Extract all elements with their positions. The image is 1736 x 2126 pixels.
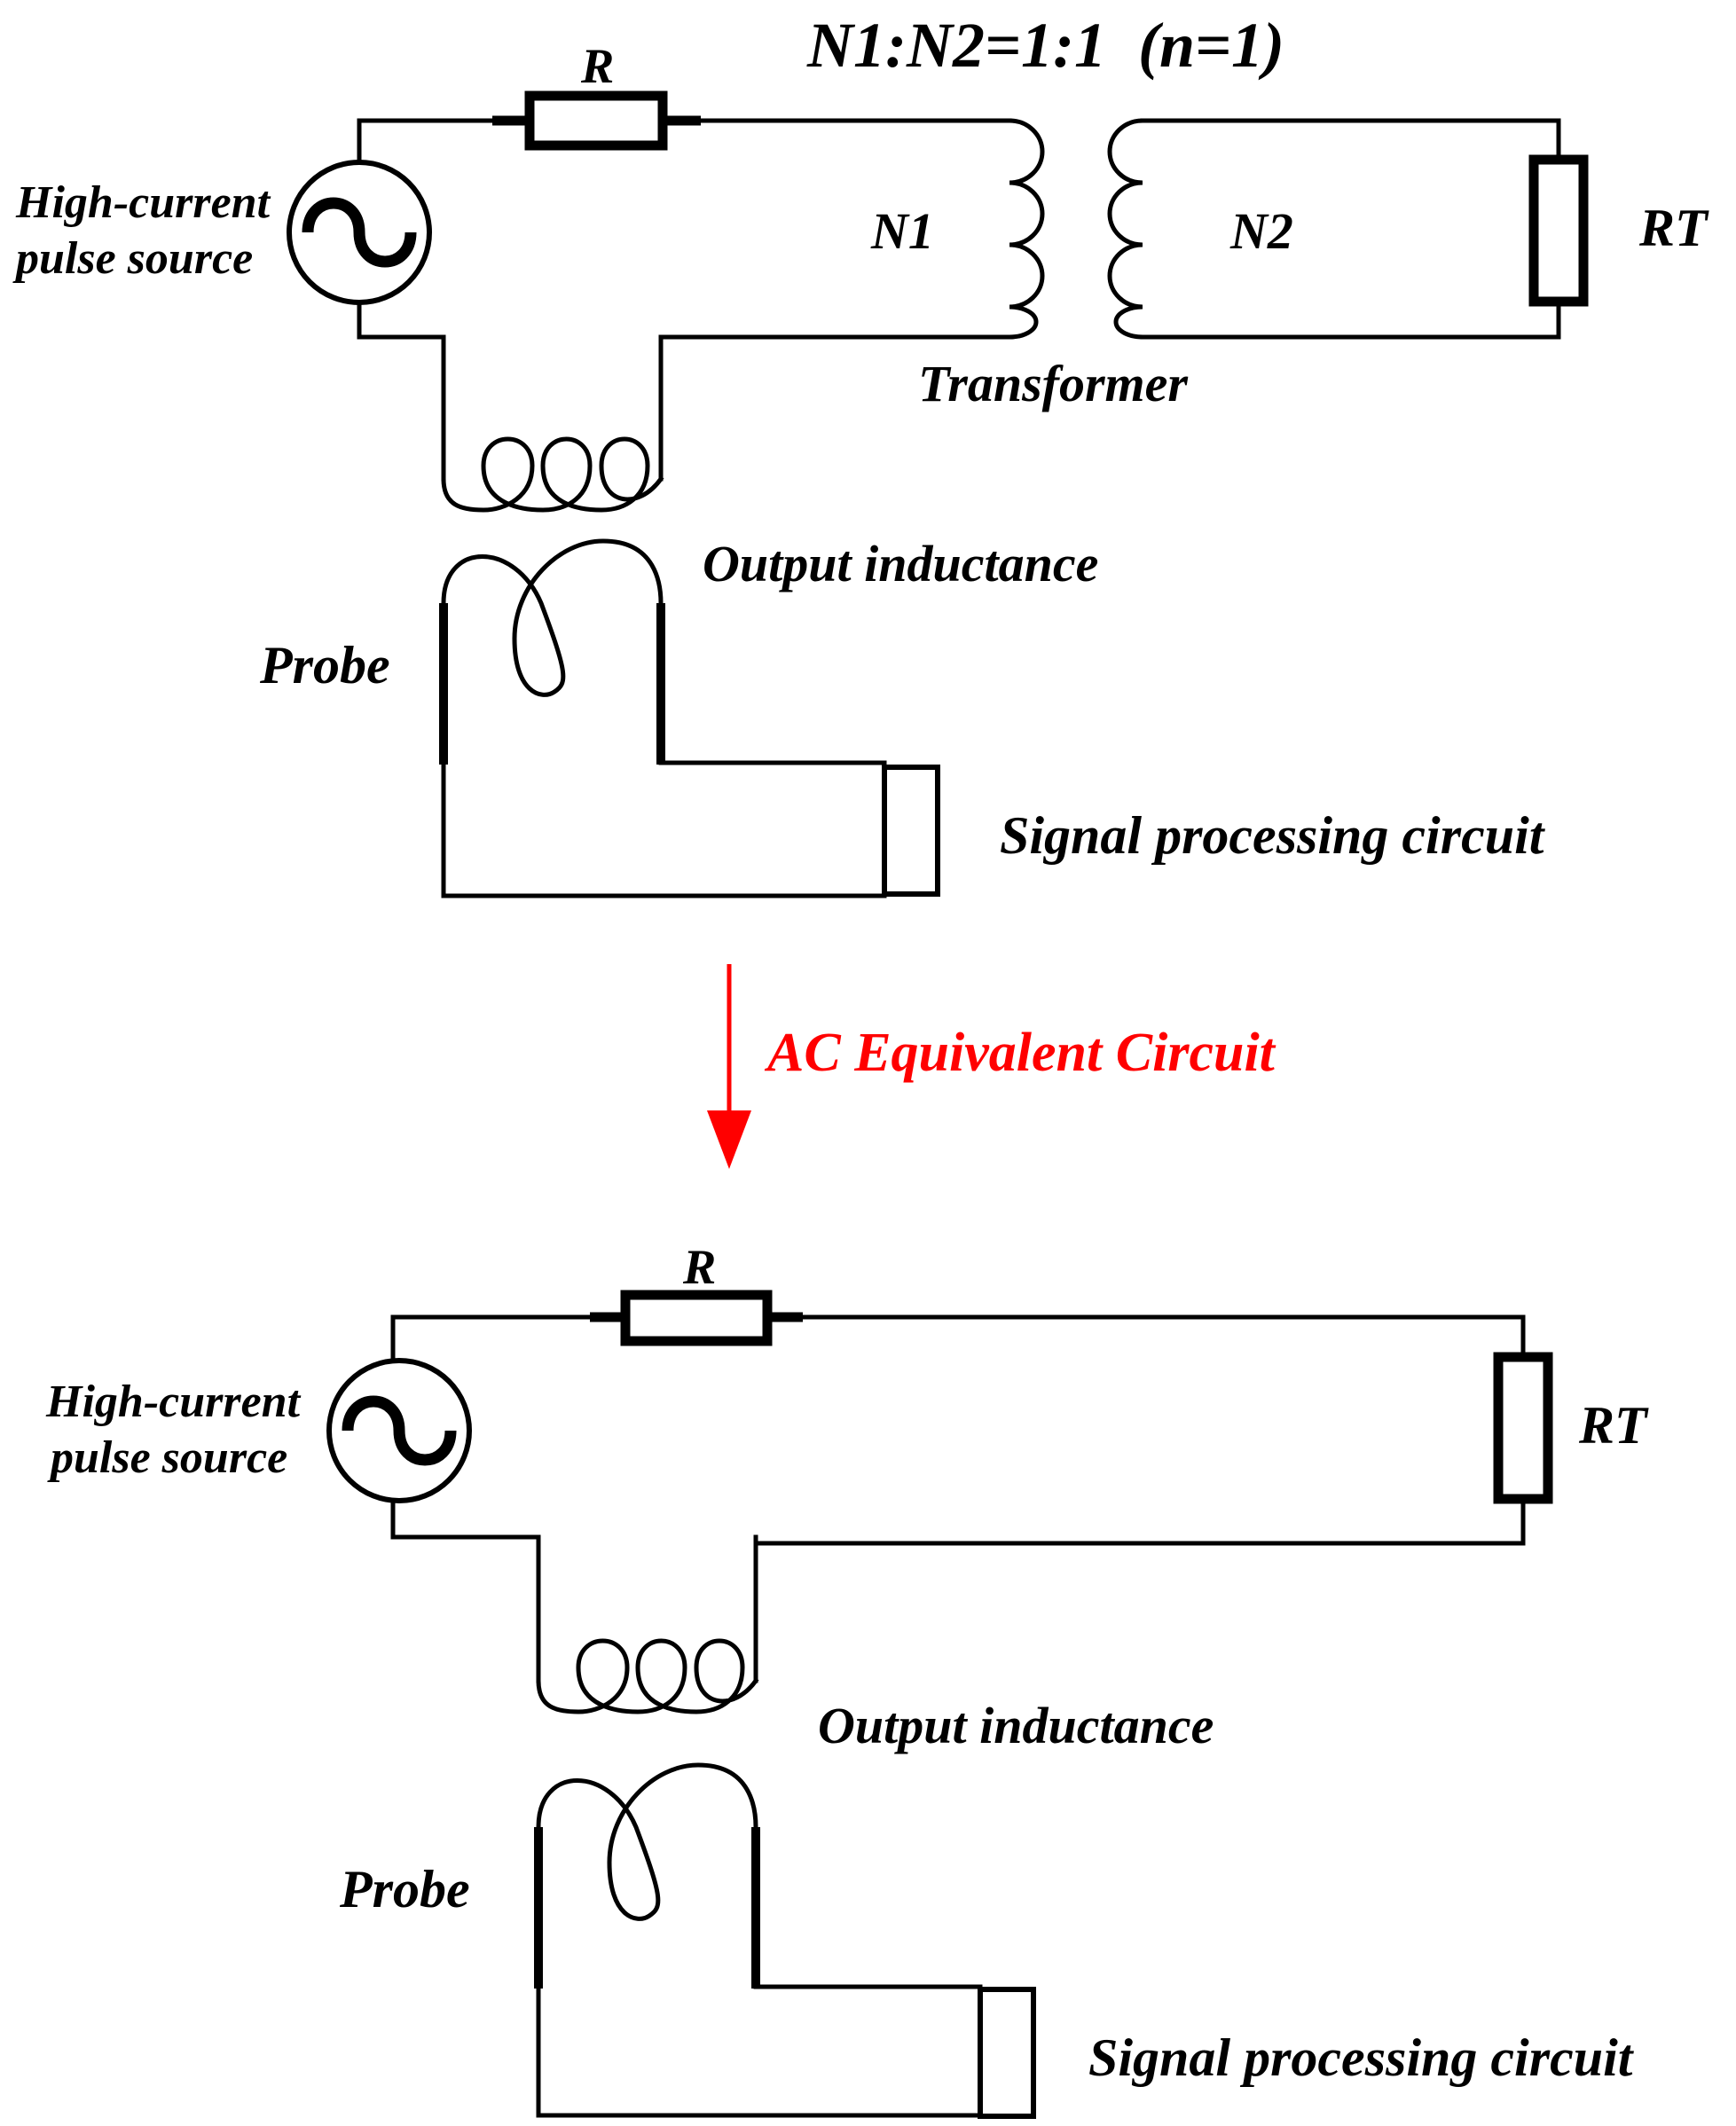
top-secondary-wire-bottom	[1140, 299, 1561, 340]
bottom-source-label-line2: pulse source	[47, 1432, 287, 1483]
top-resistor-label: R	[580, 39, 614, 94]
top-output-inductance-label: Output inductance	[703, 535, 1098, 592]
transition-arrow-head	[707, 1110, 751, 1169]
bottom-output-inductance-label: Output inductance	[818, 1697, 1214, 1754]
top-source-label-line1: High-current	[15, 177, 271, 228]
top-probe-wire-bottom	[441, 760, 887, 898]
top-secondary-label: N2	[1229, 202, 1293, 260]
top-load-label: RT	[1638, 199, 1709, 257]
bottom-probe-wire-bottom	[536, 1984, 983, 2118]
bottom-source-label-line1: High-current	[45, 1377, 302, 1427]
top-signal-circuit-label: Signal processing circuit	[1000, 806, 1546, 865]
top-primary-coil	[1007, 118, 1045, 340]
bottom-resistor-r	[620, 1290, 773, 1346]
bottom-sine-icon	[342, 1395, 457, 1466]
top-primary-label: N1	[870, 202, 934, 260]
bottom-probe-loop	[536, 1762, 758, 1989]
bottom-output-inductance-coil	[536, 1638, 759, 1714]
bottom-load-rt	[1493, 1352, 1553, 1504]
top-resistor-r	[524, 90, 668, 151]
bottom-resistor-label: R	[682, 1240, 716, 1295]
top-probe-label: Probe	[259, 636, 390, 694]
top-transformer-label: Transformer	[918, 355, 1188, 412]
top-load-rt	[1528, 154, 1589, 307]
top-signal-processing-box	[882, 765, 940, 897]
top-source-label-line2: pulse source	[12, 233, 253, 284]
bottom-load-label: RT	[1578, 1396, 1649, 1455]
bottom-signal-circuit-label: Signal processing circuit	[1088, 2028, 1635, 2087]
top-probe-loop	[441, 538, 664, 765]
top-sine-icon	[302, 197, 417, 268]
top-secondary-coil	[1107, 118, 1145, 340]
bottom-signal-processing-box	[978, 1987, 1036, 2119]
top-output-inductance-coil	[441, 436, 664, 513]
ac-equivalent-transition: AC Equivalent Circuit	[707, 964, 1276, 1169]
top-ratio-label: N1:N2=1:1 (n=1)	[806, 10, 1284, 81]
transition-label: AC Equivalent Circuit	[764, 1023, 1276, 1083]
bottom-probe-label: Probe	[339, 1860, 470, 1918]
bottom-circuit: R High-current pulse source RT Output in…	[45, 1240, 1649, 2119]
bottom-wire-top-right	[769, 1314, 1526, 1360]
top-secondary-wire-top	[1140, 118, 1561, 162]
bottom-wire-bottom-right	[753, 1496, 1526, 1546]
top-circuit: N1:N2=1:1 (n=1) R High-current pulse sou…	[12, 10, 1709, 898]
